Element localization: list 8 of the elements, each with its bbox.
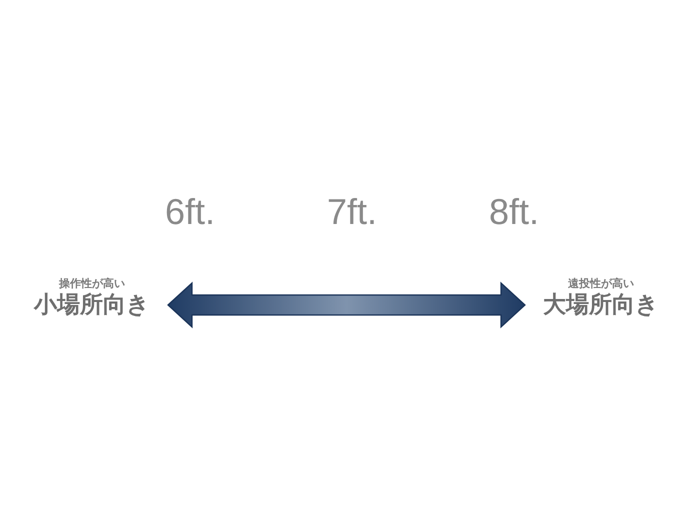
length-label: 7ft. bbox=[326, 192, 378, 232]
subheading: 遠投性が高い bbox=[568, 277, 634, 291]
double-arrow bbox=[167, 282, 526, 328]
heading: 小場所向き bbox=[34, 291, 150, 319]
length-label: 8ft. bbox=[488, 192, 540, 232]
heading: 大場所向き bbox=[543, 291, 659, 319]
length-label: 6ft. bbox=[164, 192, 216, 232]
subheading: 操作性が高い bbox=[59, 277, 125, 291]
